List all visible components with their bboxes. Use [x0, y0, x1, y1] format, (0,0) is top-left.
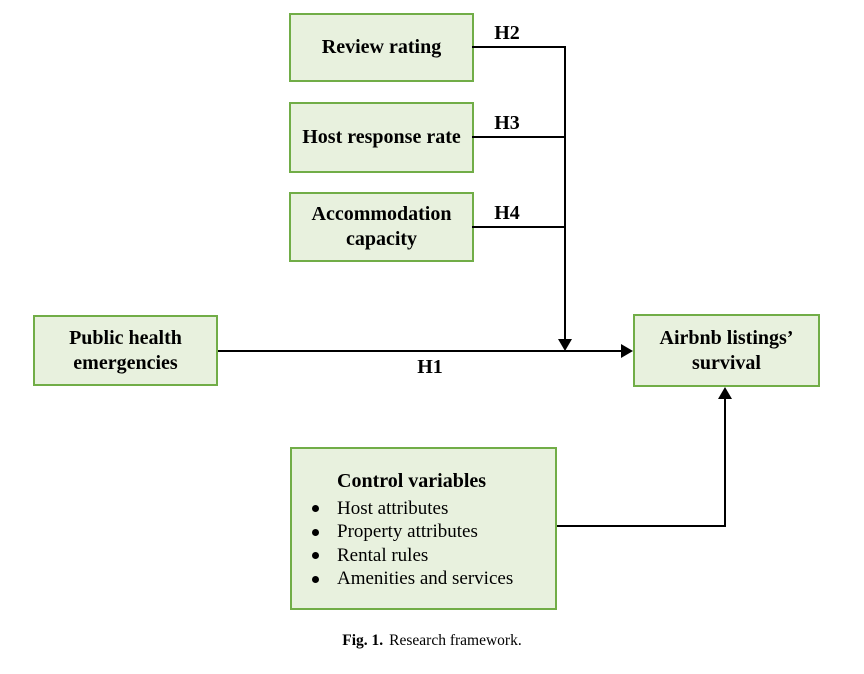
- connector-vertical-line: [564, 46, 566, 340]
- hypothesis-label-h4: H4: [494, 202, 520, 224]
- box-airbnb-listings-survival-label: Airbnb listings’ survival: [659, 326, 794, 374]
- box-control-variables: Control variables Host attributes Proper…: [290, 447, 557, 610]
- box-airbnb-listings-survival: Airbnb listings’ survival: [633, 314, 820, 387]
- bullet-icon: [312, 505, 319, 513]
- hypothesis-label-h3: H3: [494, 112, 520, 134]
- hypothesis-label-h2: H2: [494, 22, 520, 44]
- bullet-icon: [312, 552, 319, 560]
- box-host-response-rate-label: Host response rate: [302, 126, 461, 148]
- arrowhead-right-icon: [621, 344, 633, 358]
- list-item-label: Rental rules: [337, 544, 429, 566]
- connector-h4-line: [472, 226, 566, 228]
- list-item-label: Amenities and services: [337, 568, 514, 590]
- box-public-health-emergencies: Public health emergencies: [33, 315, 218, 386]
- list-item-label: Host attributes: [337, 497, 449, 519]
- list-item: Property attributes: [292, 521, 555, 545]
- connector-h1-line: [218, 350, 622, 352]
- bullet-icon: [312, 575, 319, 583]
- figure-caption-number: Fig. 1.: [342, 632, 384, 649]
- arrowhead-down-icon: [558, 339, 572, 351]
- list-item: Host attributes: [292, 497, 555, 521]
- list-item: Amenities and services: [292, 568, 555, 592]
- figure-caption-text: Research framework.: [389, 632, 522, 649]
- box-review-rating: Review rating: [289, 13, 474, 82]
- arrowhead-up-icon: [718, 387, 732, 399]
- hypothesis-label-h1: H1: [417, 356, 443, 378]
- figure-caption: Fig. 1. Research framework.: [0, 631, 864, 651]
- bullet-icon: [312, 528, 319, 536]
- connector-h2-line: [472, 46, 566, 48]
- connector-control-horizontal-line: [557, 525, 726, 527]
- list-item: Rental rules: [292, 544, 555, 568]
- box-review-rating-label: Review rating: [321, 36, 442, 58]
- connector-h3-line: [472, 136, 566, 138]
- list-item-label: Property attributes: [337, 521, 478, 543]
- control-variables-title: Control variables: [337, 470, 487, 492]
- box-accommodation-capacity-label: Accommodation capacity: [311, 203, 452, 250]
- box-host-response-rate: Host response rate: [289, 102, 474, 173]
- box-public-health-emergencies-label: Public health emergencies: [69, 326, 182, 374]
- connector-control-vertical-line: [724, 399, 726, 527]
- box-accommodation-capacity: Accommodation capacity: [289, 192, 474, 262]
